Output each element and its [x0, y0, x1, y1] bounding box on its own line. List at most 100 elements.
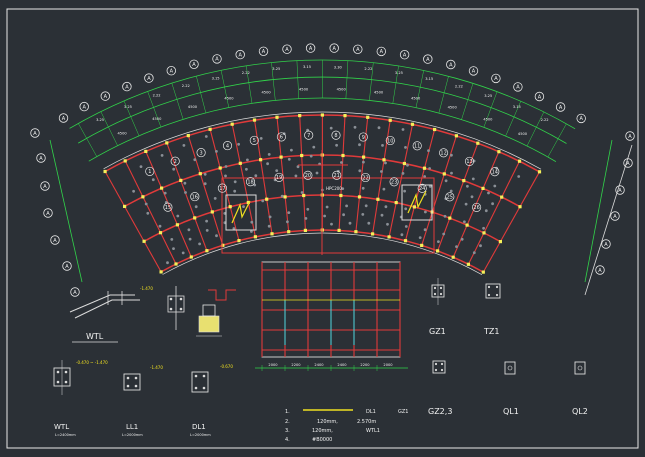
- core-frame: [221, 177, 435, 254]
- section-ql1: QL1: [503, 361, 519, 416]
- axis-bubble-outer-6: A: [189, 59, 199, 70]
- room-tag-12: 12: [439, 148, 449, 158]
- rebar-speck-138: [309, 154, 313, 158]
- axis-bubble-outer-8: A: [235, 49, 245, 60]
- column-1-1: [141, 195, 145, 199]
- inner-dim-10: 4500: [483, 117, 493, 121]
- rebar-speck-74: [341, 187, 345, 191]
- axis-bubble-label: A: [285, 47, 289, 53]
- note-1-tag2: GZ1: [398, 409, 408, 415]
- axis-bubble-right-2: A: [615, 185, 625, 195]
- dim-tick-16: [461, 83, 474, 120]
- rebar-speck-9: [275, 169, 279, 173]
- axis-bubble-ring: [235, 49, 245, 60]
- outer-dim-2: 2.22: [153, 94, 161, 98]
- column-17-0: [476, 141, 480, 145]
- section-tz1: TZ1: [483, 283, 501, 336]
- radial-beam-20: [482, 171, 540, 273]
- axis-bubble-ring: [40, 181, 50, 191]
- axis-bubble-ring: [305, 43, 316, 53]
- section-gz1: GZ1: [429, 278, 446, 336]
- rebar-speck-65: [193, 158, 197, 162]
- column-9-3: [303, 228, 307, 232]
- column-0-0: [103, 169, 107, 174]
- axis-bubble-label: A: [472, 69, 476, 75]
- rebar-speck-29: [384, 161, 387, 165]
- radial-beam-12: [355, 117, 369, 232]
- room-tag-18: 18: [245, 177, 256, 187]
- section-dl1-label: DL1: [192, 423, 206, 431]
- rebar-speck-59: [358, 143, 361, 147]
- axis-bubble-ring: [329, 43, 339, 53]
- axis-bubble-label: A: [618, 188, 622, 194]
- room-tag-label: 1: [148, 169, 151, 175]
- axis-bubble-left-5: A: [62, 261, 72, 271]
- rebar-speck-131: [361, 213, 365, 216]
- dim-tick-5: [196, 76, 207, 113]
- outer-dim-11: 3.15: [425, 77, 433, 81]
- rebar-speck-136: [487, 191, 490, 195]
- rebar-speck-38: [170, 238, 174, 241]
- axis-bubble-outer-5: A: [166, 65, 177, 76]
- rebar-speck-116: [380, 170, 383, 173]
- rebar-speck-77: [259, 137, 263, 140]
- dim-tick-13: [392, 65, 399, 104]
- axis-bubble-ring: [58, 113, 69, 123]
- rebar-speck-73: [237, 142, 241, 146]
- column-12-3: [354, 230, 358, 234]
- inner-dim-0: 4500: [118, 132, 128, 136]
- rebar-speck-66: [300, 191, 304, 194]
- axis-bubble-label: A: [380, 49, 384, 55]
- room-tag-ring: [360, 172, 371, 183]
- radial-beam-19: [467, 160, 520, 265]
- axis-bubble-label: A: [192, 62, 196, 68]
- room-tag-label: 14: [492, 170, 498, 176]
- room-tag-ring: [245, 177, 256, 187]
- rebar-speck-5: [254, 174, 258, 178]
- axis-bubble-label: A: [356, 47, 360, 53]
- inner-dim-6: 4500: [337, 87, 347, 91]
- outer-dim-9: 2.22: [364, 67, 372, 71]
- column-13-3: [371, 232, 375, 236]
- column-9-1: [300, 153, 304, 158]
- axis-bubble-ring: [79, 101, 89, 112]
- column-5-3: [237, 239, 241, 243]
- room-tag-label: 25: [447, 195, 453, 201]
- room-tag-ring: [196, 148, 206, 158]
- radial-beam-1: [124, 160, 177, 265]
- room-tag-22: 22: [360, 172, 371, 183]
- axis-bubble-ring: [399, 50, 410, 60]
- axis-bubble-ring: [576, 113, 586, 124]
- rebar-speck-112: [358, 169, 362, 173]
- rebar-speck-20: [250, 220, 254, 224]
- section-ql2: QL2: [572, 361, 588, 416]
- room-tag-ring: [439, 148, 449, 158]
- axis-bubble-label: A: [579, 116, 583, 122]
- elev-c: -0.670: [220, 364, 233, 369]
- stair-zig-1: [407, 190, 427, 214]
- rebar-speck-10: [367, 221, 371, 225]
- rebar-speck-113: [437, 240, 440, 244]
- rebar-speck-72: [158, 224, 162, 228]
- room-tag-label: 3: [200, 150, 203, 156]
- column-8-1: [279, 155, 283, 159]
- rebar-speck-78: [361, 186, 365, 190]
- rebar-speck-67: [404, 146, 407, 149]
- room-tag-21: 21: [332, 170, 342, 180]
- room-tag-17: 17: [217, 183, 227, 193]
- column-10-0: [320, 113, 324, 117]
- column-17-1: [462, 179, 466, 183]
- rebar-speck-30: [460, 237, 464, 241]
- column-16-0: [454, 134, 458, 138]
- rebar-speck-61: [172, 167, 176, 171]
- dim-tick-8: [271, 62, 276, 101]
- rebar-speck-35: [224, 165, 228, 168]
- axis-bubble-label: A: [538, 94, 542, 100]
- axis-bubble-label: A: [332, 46, 336, 52]
- axis-bubble-ring: [376, 46, 387, 57]
- dim-tick-9: [296, 60, 300, 99]
- outer-dim-6: 3.25: [272, 67, 280, 71]
- column-4-2: [210, 210, 214, 214]
- column-2-0: [144, 149, 148, 153]
- rebar-speck-19: [144, 202, 148, 206]
